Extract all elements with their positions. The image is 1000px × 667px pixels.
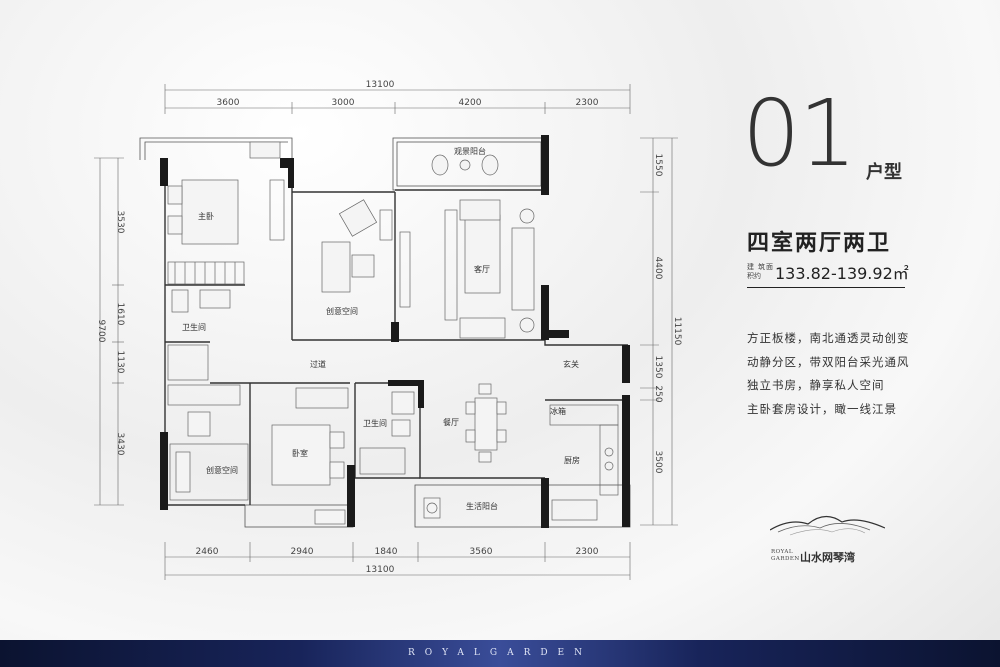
room-creative-space-top: 创意空间 — [326, 306, 358, 316]
walls — [139, 135, 631, 528]
feature-item: 独立书房，静享私人空间 — [747, 378, 885, 392]
right-total-dim: 11150 — [672, 317, 682, 346]
brand-name-en-line2: GARDEN — [771, 555, 800, 562]
room-view-balcony: 观景阳台 — [454, 146, 486, 156]
unit-type: 四室两厅两卫 — [747, 231, 892, 256]
left-dimensions: 3530 1610 1130 3430 9700 — [94, 157, 125, 506]
unit-code-suffix: 户型 — [866, 162, 902, 183]
right-dim-4: 250 — [653, 385, 663, 402]
bottom-dim-5: 2300 — [576, 547, 599, 557]
top-dim-4: 2300 — [576, 98, 599, 108]
room-dining: 餐厅 — [443, 418, 459, 427]
unit-code: 01 — [742, 80, 857, 187]
footer-text: ROYALGARDEN — [408, 648, 592, 658]
room-creative-space-bottom: 创意空间 — [206, 465, 238, 475]
right-dim-5: 3500 — [653, 451, 663, 474]
room-living: 客厅 — [474, 264, 490, 274]
room-fridge: 冰箱 — [550, 406, 566, 416]
bottom-total-dim: 13100 — [366, 565, 395, 575]
room-entrance: 玄关 — [563, 359, 579, 369]
brand-name-en-line1: ROYAL — [771, 549, 793, 555]
left-dim-4: 3430 — [115, 433, 125, 456]
area-underline — [747, 287, 905, 288]
furniture — [167, 141, 619, 525]
bottom-dim-2: 2940 — [291, 547, 314, 557]
area-value: 133.82-139.92㎡ — [775, 264, 909, 283]
area-label: 建 筑面积约 — [747, 263, 773, 280]
brand-name-cn: 山水网琴湾 — [800, 551, 855, 564]
room-bathroom-mid: 卫生间 — [363, 418, 387, 428]
left-dim-3: 1130 — [115, 351, 125, 374]
right-dimensions: 1550 4400 1350 250 3500 11150 — [640, 137, 682, 526]
right-dim-1: 1550 — [653, 154, 663, 177]
top-total-dim: 13100 — [366, 80, 395, 90]
room-living-balcony: 生活阳台 — [466, 501, 498, 511]
right-dim-2: 4400 — [653, 257, 663, 280]
feature-item: 动静分区，带双阳台采光通风 — [747, 354, 910, 369]
left-dim-2: 1610 — [115, 303, 125, 326]
top-dimensions: 13100 3600 3000 4200 2300 — [164, 80, 631, 114]
room-corridor: 过道 — [310, 359, 326, 369]
room-kitchen: 厨房 — [564, 455, 580, 465]
left-total-dim: 9700 — [96, 320, 106, 343]
room-labels: 主卧 创意空间 观景阳台 客厅 卫生间 过道 玄关 卫生间 餐厅 冰箱 厨房 卧… — [182, 146, 580, 511]
bottom-dim-3: 1840 — [375, 547, 398, 557]
brand-name-en: ROYAL GARDEN — [771, 549, 800, 562]
feature-item: 主卧套房设计，瞰一线江景 — [747, 401, 897, 416]
bottom-dim-4: 3560 — [470, 547, 493, 557]
room-bedroom: 卧室 — [292, 448, 308, 458]
room-bathroom-left: 卫生间 — [182, 322, 206, 332]
top-dim-2: 3000 — [332, 98, 355, 108]
brand-logo-mark — [770, 515, 885, 536]
right-dim-3: 1350 — [653, 356, 663, 379]
room-master-bedroom: 主卧 — [198, 211, 214, 221]
bottom-dim-1: 2460 — [196, 547, 219, 557]
feature-list: 方正板楼，南北通透灵动创变 动静分区，带双阳台采光通风 独立书房，静享私人空间 … — [747, 327, 910, 421]
top-dim-1: 3600 — [217, 98, 240, 108]
top-dim-3: 4200 — [459, 98, 482, 108]
feature-item: 方正板楼，南北通透灵动创变 — [747, 331, 910, 345]
left-dim-1: 3530 — [115, 211, 125, 234]
footer-bar: ROYALGARDEN — [0, 640, 1000, 667]
bottom-dimensions: 2460 2940 1840 3560 2300 13100 — [164, 542, 631, 580]
